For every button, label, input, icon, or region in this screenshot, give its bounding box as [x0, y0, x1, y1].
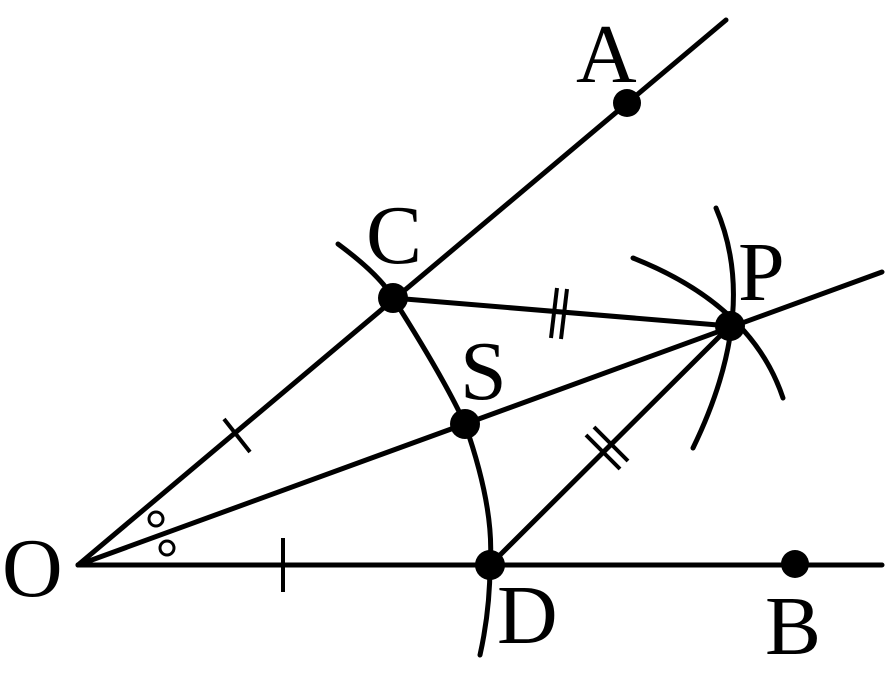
label-s: S [460, 325, 507, 418]
label-b: B [765, 580, 821, 673]
label-a: A [576, 8, 637, 101]
point-b [781, 550, 809, 578]
double-tick-dp-1 [584, 433, 622, 471]
point-a [613, 89, 641, 117]
point-d [475, 550, 505, 580]
angle-marker-upper [147, 510, 165, 528]
tick-oc [222, 417, 252, 454]
segment-cp [390, 295, 733, 329]
point-s [450, 409, 480, 439]
point-c [378, 283, 408, 313]
double-tick-cp-1 [549, 287, 559, 339]
label-o: O [2, 522, 63, 615]
bisector-ray-op [75, 269, 885, 568]
angle-marker-lower [158, 539, 176, 557]
label-d: D [497, 569, 558, 662]
label-c: C [366, 189, 422, 282]
point-p [715, 311, 745, 341]
double-tick-cp-2 [559, 288, 569, 340]
double-tick-dp-2 [592, 425, 630, 463]
label-p: P [738, 226, 785, 319]
